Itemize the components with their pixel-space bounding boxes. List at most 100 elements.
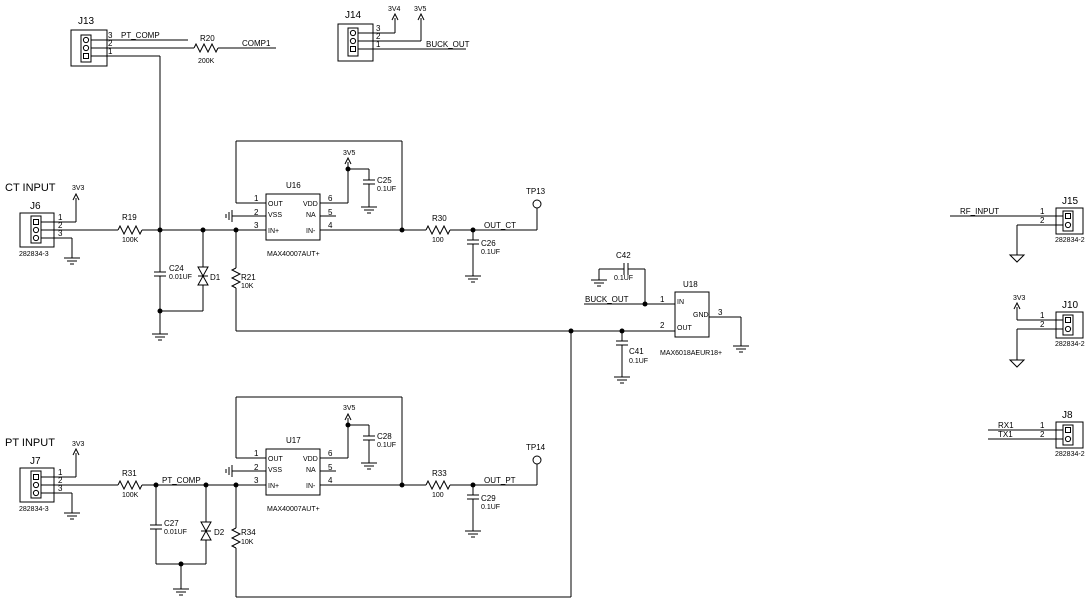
tp14-ref: TP14 [526,443,546,452]
j8-ref: J8 [1062,410,1073,421]
u17-pin-vdd: VDD [303,456,318,463]
j15-ref: J15 [1062,196,1079,207]
c27-value: 0.01UF [164,529,187,536]
r19-value: 100K [122,237,139,244]
u18-pin-gnd: GND [693,312,709,319]
r33-ref: R33 [432,469,447,478]
c42-value: 0.1UF [614,275,633,282]
net-label-rf-input: RF_INPUT [960,207,999,216]
u16-num-4: 4 [328,221,333,230]
ct-input-title: CT INPUT [5,182,56,194]
u17-num-4: 4 [328,476,333,485]
net-label-out-pt: OUT_PT [484,476,516,485]
r30-ref: R30 [432,214,447,223]
u18-num-2: 2 [660,321,665,330]
c28-ref: C28 [377,432,392,441]
u18-part: MAX6018AEUR18+ [660,350,722,357]
c25-value: 0.1UF [377,186,396,193]
d1-ref: D1 [210,273,221,282]
net-label-buck-out-u18: BUCK_OUT [585,295,629,304]
ground-symbol [152,333,168,341]
net-label-tx1: TX1 [998,430,1013,439]
r20-value: 200K [198,58,215,65]
j14-pin-2: 2 [376,32,381,41]
c24-ref: C24 [169,264,184,273]
j6-pin-1: 1 [58,213,63,222]
ground-symbol [361,206,377,214]
u16-pin-vdd: VDD [303,201,318,208]
u16-num-2: 2 [254,208,259,217]
ct-input-section: CT INPUT J6 282834-3 3V3 1 2 3 R19 100K [5,56,571,341]
j14-pin-1: 1 [376,40,381,49]
u16-chip [265,193,321,241]
r34-value: 10K [241,539,254,546]
j15-pin-1: 1 [1040,207,1045,216]
j10-part: 282834-2 [1055,341,1085,348]
ground-symbol [361,462,377,470]
ground-symbol [1008,359,1026,368]
u17-num-1: 1 [254,449,259,458]
net-label-comp1: COMP1 [242,39,271,48]
r31-ref: R31 [122,469,137,478]
net-label-out-ct: OUT_CT [484,221,516,230]
c26-ref: C26 [481,239,496,248]
u17-ref: U17 [286,436,301,445]
r21-value: 10K [241,283,254,290]
j15-part: 282834-2 [1055,237,1085,244]
j14-pin-3: 3 [376,24,381,33]
u17-pin-vss: VSS [268,467,282,474]
ground-symbol [465,530,481,538]
u16-num-5: 5 [328,208,333,217]
j10-pin-1: 1 [1040,311,1045,320]
j14-3v5-label: 3V5 [414,6,427,13]
u17-num-3: 3 [254,476,259,485]
u16-num-1: 1 [254,194,259,203]
ground-symbol [64,512,80,520]
net-label-rx1: RX1 [998,421,1014,430]
j7-pin-1: 1 [58,468,63,477]
ground-symbol [591,279,607,287]
j7-part: 282834-3 [19,506,49,513]
u17-chip [265,448,321,496]
tp13-ref: TP13 [526,187,546,196]
j10-3v3-label: 3V3 [1013,295,1026,302]
ground-symbol [225,210,233,222]
pt-input-title: PT INPUT [5,437,55,449]
j7-pin-3: 3 [58,484,63,493]
r21-ref: R21 [241,273,256,282]
connector-j15: J15 RF_INPUT 1 2 282834-2 [950,196,1085,263]
ground-symbol [173,588,189,596]
c24-value: 0.01UF [169,274,192,281]
ground-symbol [225,465,233,477]
u17-pin-inp: IN+ [268,483,279,490]
j13-pin-3: 3 [108,31,113,40]
j14-ref: J14 [345,10,362,21]
c29-value: 0.1UF [481,504,500,511]
r30-value: 100 [432,237,444,244]
j6-pin-3: 3 [58,229,63,238]
ground-symbol [733,345,749,353]
pt-input-section: PT INPUT J7 282834-3 3V3 1 2 3 R31 100K … [5,396,571,598]
net-label-pt-comp: PT_COMP [162,476,201,485]
u17-part: MAX40007AUT+ [267,506,320,513]
j6-pin-2: 2 [58,221,63,230]
ground-symbol [1008,254,1026,263]
u18-chip [674,291,710,338]
j13-pin-1: 1 [108,47,113,56]
ground-symbol [465,275,481,283]
ground-symbol [64,257,80,265]
j15-pin-2: 2 [1040,216,1045,225]
c29-ref: C29 [481,494,496,503]
j8-pin-2: 2 [1040,430,1045,439]
connector-j8: J8 RX1 TX1 1 2 282834-2 [988,410,1085,458]
j6-part: 282834-3 [19,251,49,258]
u16-num-6: 6 [328,194,333,203]
r20-ref: R20 [200,34,215,43]
u17-pin-inm: IN- [306,483,316,490]
j10-ref: J10 [1062,300,1079,311]
u17-num-5: 5 [328,463,333,472]
u16-pin-vss: VSS [268,212,282,219]
c41-ref: C41 [629,347,644,356]
u16-part: MAX40007AUT+ [267,251,320,258]
